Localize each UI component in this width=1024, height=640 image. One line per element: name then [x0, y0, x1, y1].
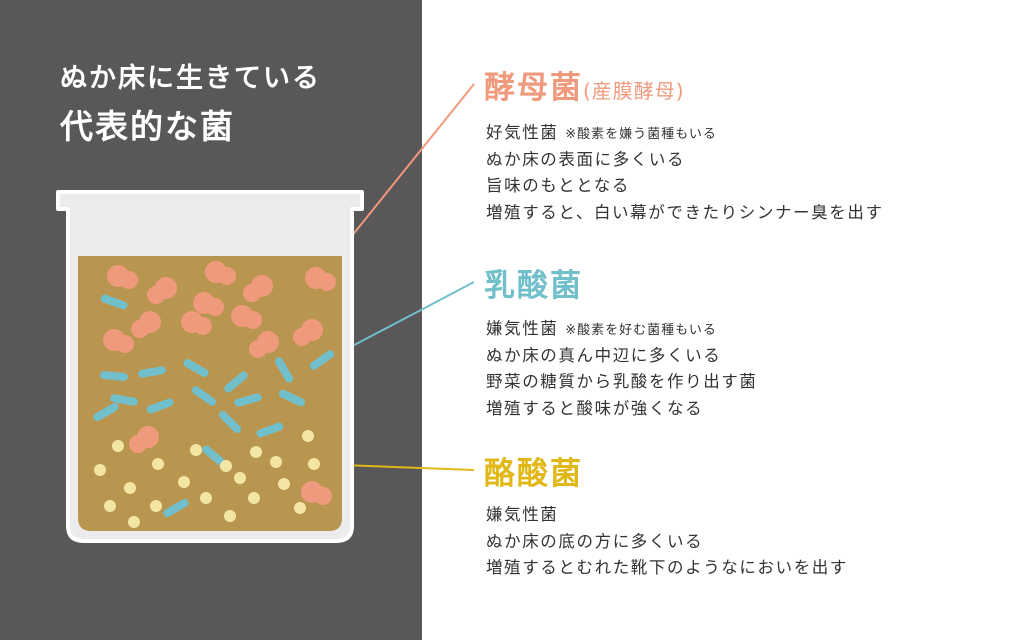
butyric-acid-bacterium	[190, 444, 202, 456]
butyric-description: 嫌気性菌 ぬか床の底の方に多くいる 増殖するとむれた靴下のようなにおいを出す	[486, 502, 848, 582]
title-line-2: 代表的な菌	[60, 107, 235, 146]
butyric-acid-bacteria-dots	[94, 430, 320, 528]
lactic-line-1-note: ※酸素を好む菌種もいる	[565, 323, 717, 338]
lactic-acid-bacterium	[278, 389, 306, 407]
yeast-heading: 酵母菌(産膜酵母)	[484, 62, 685, 107]
butyric-acid-bacterium	[308, 458, 320, 470]
butyric-acid-bacterium	[112, 440, 124, 452]
white-panel	[422, 0, 1024, 640]
yeast-line-1: 好気性菌 ※酸素を嫌う菌種もいる	[486, 120, 884, 147]
lactic-acid-bacterium	[202, 445, 226, 467]
yeast-cell	[193, 292, 224, 316]
butyric-acid-bacterium	[250, 446, 262, 458]
yeast-cell	[301, 481, 332, 505]
yeast-cell	[181, 311, 212, 335]
yeast-cell	[129, 426, 159, 453]
butyric-acid-bacterium	[94, 464, 106, 476]
lactic-heading: 乳酸菌	[484, 260, 583, 305]
lactic-line-1: 嫌気性菌 ※酸素を好む菌種もいる	[486, 316, 758, 343]
yeast-cell	[249, 331, 279, 358]
butyric-acid-bacterium	[220, 460, 232, 472]
yeast-cell	[243, 275, 273, 302]
butyric-acid-bacterium	[150, 500, 162, 512]
lactic-acid-bacterium	[146, 398, 174, 414]
lactic-line-3: 野菜の糖質から乳酸を作り出す菌	[486, 372, 758, 391]
butyric-acid-bacterium	[200, 492, 212, 504]
yeast-cell	[147, 277, 177, 304]
lactic-acid-bacterium	[275, 357, 293, 383]
butyric-line-2: ぬか床の底の方に多くいる	[486, 531, 704, 551]
butyric-acid-bacterium	[302, 430, 314, 442]
lactic-line-1-text: 嫌気性菌	[486, 319, 566, 338]
lactic-acid-bacterium	[218, 410, 242, 434]
lactic-acid-bacterium	[100, 294, 128, 310]
butyric-acid-bacterium	[278, 478, 290, 490]
butyric-line-3: 増殖するとむれた靴下のようなにおいを出す	[486, 558, 848, 577]
lactic-acid-bacterium	[93, 403, 119, 421]
butyric-heading: 酪酸菌	[484, 448, 583, 493]
yeast-line-2: ぬか床の表面に多くいる	[486, 149, 686, 169]
lactic-acid-bacterium	[183, 359, 209, 377]
butyric-acid-bacterium	[270, 456, 282, 468]
lactic-description: 嫌気性菌 ※酸素を好む菌種もいる ぬか床の真ん中辺に多くいる 野菜の糖質から乳酸…	[486, 316, 758, 422]
lactic-acid-bacterium	[191, 386, 217, 406]
yeast-cell	[293, 319, 323, 346]
butyric-acid-bacterium	[294, 502, 306, 514]
butyric-acid-bacterium	[152, 458, 164, 470]
butyric-acid-bacterium	[124, 482, 136, 494]
yeast-subname: (産膜酵母)	[583, 79, 685, 103]
yeast-line-4: 増殖すると、白い幕ができたりシンナー臭を出す	[486, 202, 884, 222]
butyric-acid-bacterium	[104, 500, 116, 512]
lactic-acid-bacterium	[138, 366, 166, 378]
yeast-cell	[103, 329, 134, 353]
yeast-cells	[103, 261, 336, 505]
lactic-acid-bacteria-rods	[93, 294, 335, 517]
yeast-name: 酵母菌	[484, 70, 583, 106]
yeast-cell	[205, 261, 236, 285]
title-line-1: ぬか床に生きている	[60, 63, 321, 94]
butyric-acid-bacterium	[128, 516, 140, 528]
lactic-acid-bacterium	[100, 371, 128, 381]
yeast-cell	[305, 267, 336, 291]
butyric-acid-bacterium	[224, 510, 236, 522]
lactic-acid-bacterium	[256, 422, 284, 438]
butyric-name: 酪酸菌	[484, 456, 583, 492]
lactic-acid-bacterium	[234, 393, 262, 407]
butyric-acid-bacterium	[178, 476, 190, 488]
lactic-acid-bacterium	[224, 371, 248, 393]
yeast-cell	[231, 305, 262, 329]
yeast-line-1-note: ※酸素を嫌う菌種もいる	[565, 127, 717, 142]
lactic-acid-bacterium	[110, 394, 138, 406]
lactic-name: 乳酸菌	[484, 268, 583, 304]
butyric-acid-bacterium	[234, 472, 246, 484]
yeast-description: 好気性菌 ※酸素を嫌う菌種もいる ぬか床の表面に多くいる 旨味のもととなる 増殖…	[486, 120, 884, 226]
yeast-cell	[107, 265, 138, 289]
yeast-line-3: 旨味のもととなる	[486, 176, 630, 195]
lactic-acid-bacterium	[163, 499, 189, 517]
lactic-acid-bacterium	[309, 350, 335, 370]
yeast-line-1-text: 好気性菌	[486, 123, 566, 142]
lactic-line-2: ぬか床の真ん中辺に多くいる	[486, 345, 722, 365]
yeast-cell	[131, 311, 161, 338]
butyric-line-1: 嫌気性菌	[486, 505, 559, 524]
butyric-acid-bacterium	[248, 492, 260, 504]
lactic-line-4: 増殖すると酸味が強くなる	[486, 398, 704, 418]
